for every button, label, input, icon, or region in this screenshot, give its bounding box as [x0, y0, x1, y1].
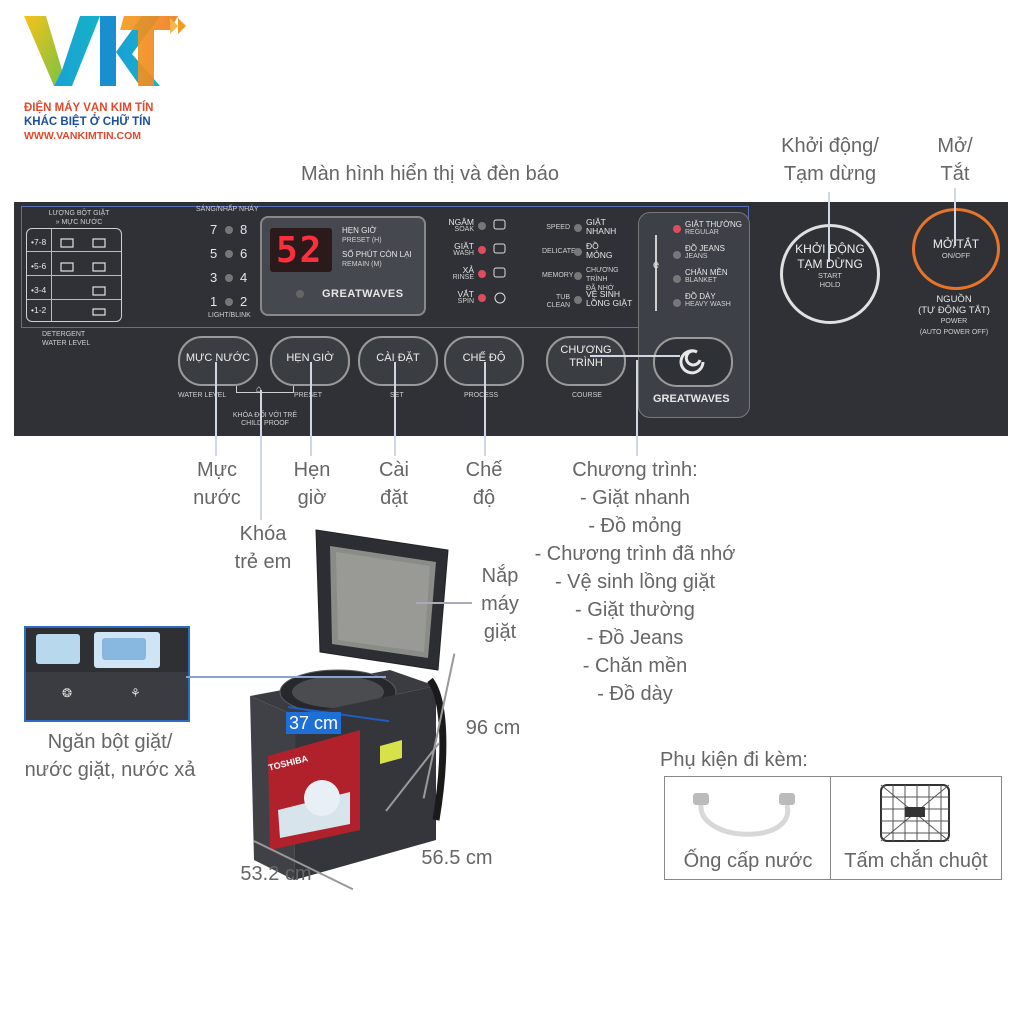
light-title: SÁNG/NHẤP NHÁY [196, 206, 259, 213]
course-list-title: Chương trình: [572, 459, 698, 481]
stage-icons [493, 219, 506, 304]
course-list-item: - Giặt thường [575, 599, 695, 621]
detergent-row: •5-6 [31, 261, 47, 271]
callout-start: Khởi động/Tạm dừng [781, 135, 879, 185]
detergent-symbol-icon: ❂ [62, 686, 73, 700]
dim-height-label: 96 cm [465, 717, 521, 739]
detergent-table: •7-8 •5-6 •3-4 •1-2 [26, 228, 122, 322]
detergent-row: •1-2 [31, 305, 47, 315]
start-hold-button[interactable]: KHỞI ĐỘNG TẠM DỪNG START HOLD [780, 224, 880, 324]
course-list-item: - Đồ dày [597, 683, 673, 705]
accessories-box: Ống cấp nước Tấm chắn chuột [664, 776, 1002, 880]
led-value: 52 [276, 230, 324, 271]
light-foot: LIGHT/BLINK [208, 312, 251, 319]
greatwaves-button[interactable] [653, 337, 733, 387]
leader-course [636, 360, 638, 456]
dim-opening-label: 37 cm [286, 712, 342, 734]
wave-icon [679, 349, 705, 375]
detergent-row: •7-8 [31, 237, 47, 247]
set-button[interactable]: CÀI ĐẶT [358, 336, 438, 386]
dim-depth-label: 56.5 cm [421, 847, 493, 869]
detergent-drawer-photo: ❂ ⚘ [24, 626, 190, 722]
led-screen: 52 [270, 228, 332, 272]
logo-mark [24, 16, 186, 86]
logo-line2: KHÁC BIỆT Ở CHỮ TÍN [24, 116, 151, 128]
water-hose-icon [693, 793, 795, 837]
course-list-item: - Giặt nhanh [579, 487, 691, 509]
preset-sub: PRESET [294, 392, 323, 399]
brand-greatwaves-2: GREATWAVES [653, 393, 730, 405]
accessory-hose-label: Ống cấp nước [683, 850, 813, 872]
leader-drawer [186, 676, 386, 678]
leader-set [394, 362, 396, 456]
course-list-item: - Đồ Jeans [586, 627, 684, 649]
detergent-title: LƯỢNG BỘT GIẶT» MỰC NƯỚC [48, 210, 110, 226]
course-panel-arrow-icon: e [653, 259, 660, 271]
callout-display: Màn hình hiển thị và đèn báo [301, 163, 559, 185]
control-panel: LƯỢNG BỘT GIẶT» MỰC NƯỚC •7-8 •5-6 •3-4 … [14, 202, 1008, 436]
logo: ĐIỆN MÁY VẠN KIM TÍN KHÁC BIỆT Ở CHỮ TÍN… [20, 8, 200, 148]
lock-icon: ⌂ [256, 384, 262, 395]
leader-water [215, 362, 217, 456]
mouse-guard-icon [880, 784, 950, 842]
dim-width-label: 53.2 cm [240, 863, 312, 885]
washing-machine-illustration [250, 529, 449, 880]
course-list-item: - Đồ mỏng [588, 515, 682, 537]
power-button[interactable]: MỞ/TẮT ON/OFF [912, 208, 1000, 290]
course-list-item: - Chăn mền [582, 655, 688, 677]
leader-start [828, 192, 830, 262]
water-level-sub: WATER LEVEL [178, 392, 227, 399]
course-list-item: - Chương trình đã nhớ [534, 543, 736, 565]
leader-lid [416, 602, 472, 604]
light-grid: 7 8 5 6 3 4 1 2 [210, 222, 248, 309]
course-sub: COURSE [572, 392, 602, 399]
detergent-cup-icon [60, 238, 106, 316]
detergent-row: •3-4 [31, 285, 47, 295]
softener-symbol-icon: ⚘ [130, 686, 141, 700]
leader-power [954, 188, 956, 246]
leader-child [260, 390, 262, 520]
logo-line3: WWW.VANKIMTIN.COM [24, 130, 142, 142]
accessories-title: Phụ kiện đi kèm: [660, 749, 808, 771]
water-level-button[interactable]: MỰC NƯỚC [178, 336, 258, 386]
logo-line1: ĐIỆN MÁY VẠN KIM TÍN [24, 102, 154, 114]
set-sub: SET [390, 392, 404, 399]
leader-preset [310, 362, 312, 456]
leader-process [484, 362, 486, 456]
course-list: Chương trình: - Giặt nhanh - Đồ mỏng - C… [520, 456, 750, 708]
callout-power: Mở/Tắt [937, 135, 973, 185]
process-sub: PROCESS [464, 392, 499, 399]
course-button[interactable]: CHƯƠNG TRÌNH [546, 336, 626, 386]
child-lock-bracket [236, 386, 294, 393]
power-label: NGUỒN (TỰ ĐỘNG TẮT) POWER (AUTO POWER OF… [918, 294, 990, 336]
brand-greatwaves: GREATWAVES [322, 288, 404, 300]
course-list-item: - Vệ sinh lồng giặt [554, 571, 716, 593]
accessory-guard-label: Tấm chắn chuột [844, 850, 988, 872]
callout-detergent: Ngăn bột giặt/nước giặt, nước xả [24, 731, 196, 781]
leader-course-h [590, 355, 680, 357]
